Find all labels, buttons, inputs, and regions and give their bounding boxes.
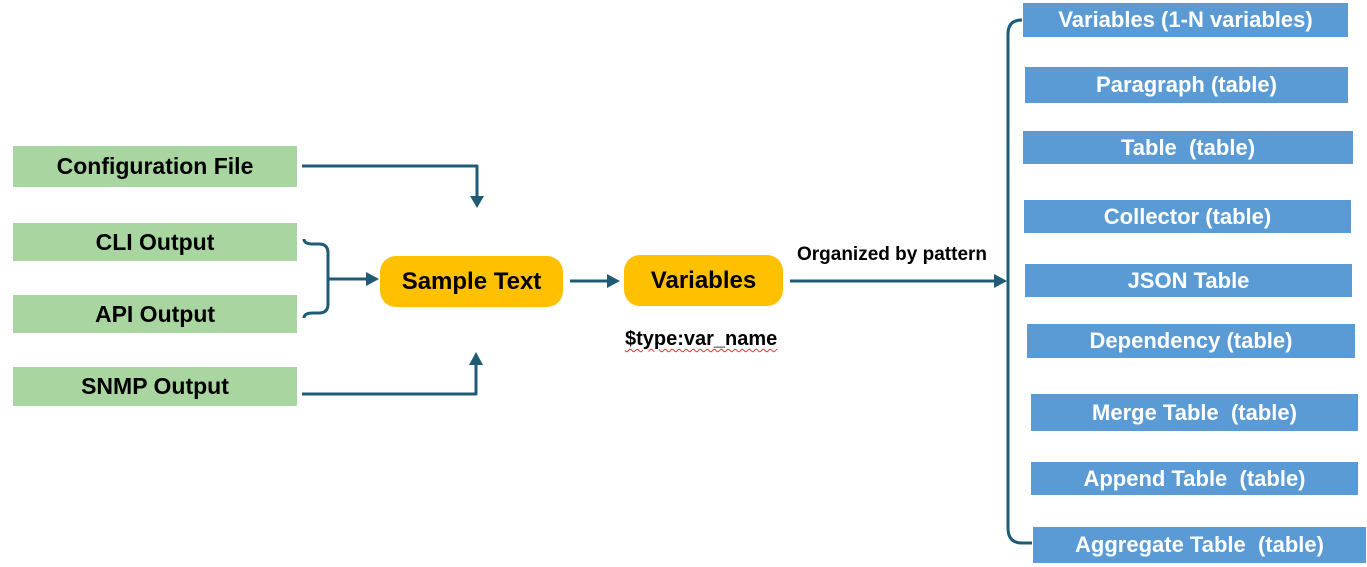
pattern-box-label: JSON Table [1127, 267, 1250, 293]
pattern-box-label: Variables (1-N variables) [1058, 7, 1313, 32]
pattern-box-label: Table (table) [1120, 134, 1256, 160]
pattern-box-merge-table: Merge Table (table) [1031, 394, 1358, 431]
process-box-label: Sample Text [401, 267, 542, 295]
pattern-box-variables: Variables (1-N variables) [1023, 3, 1348, 37]
process-box-sample-text: Sample Text [380, 256, 563, 307]
arrowhead-snmp-to-sample [469, 352, 483, 365]
arrow-snmp-to-sample [302, 364, 478, 396]
label-variable-syntax: $type:var_name [625, 328, 778, 350]
pattern-box-table: Table (table) [1023, 131, 1353, 164]
process-box-label: Variables [650, 266, 757, 294]
pattern-box-append-table: Append Table (table) [1031, 462, 1358, 495]
source-box-label: Configuration File [56, 153, 254, 179]
pattern-box-collector: Collector (table) [1024, 200, 1351, 233]
arrowhead-config-to-sample [470, 196, 484, 208]
process-box-variables: Variables [624, 255, 783, 306]
pattern-box-label: Append Table (table) [1083, 465, 1306, 491]
pattern-box-paragraph: Paragraph (table) [1025, 67, 1348, 103]
source-box-configuration-file: Configuration File [13, 146, 297, 187]
source-box-snmp-output: SNMP Output [13, 367, 297, 406]
pattern-box-json-table: JSON Table [1025, 264, 1352, 297]
arrowhead-variables-to-patterns [994, 274, 1007, 288]
arrow-config-to-sample [302, 164, 479, 196]
source-box-api-output: API Output [13, 295, 297, 333]
arrowhead-sample-to-variables [607, 274, 620, 288]
pattern-box-label: Paragraph (table) [1096, 72, 1277, 97]
pattern-box-dependency: Dependency (table) [1027, 324, 1355, 358]
pattern-box-label: Collector (table) [1103, 203, 1272, 229]
bracket-cli-api [302, 238, 330, 319]
source-box-cli-output: CLI Output [13, 223, 297, 261]
pattern-box-aggregate-table: Aggregate Table (table) [1033, 527, 1366, 563]
arrowhead-cliapi-to-sample [366, 272, 379, 286]
source-box-label: SNMP Output [81, 373, 229, 399]
source-box-label: API Output [94, 300, 216, 327]
pattern-box-label: Merge Table (table) [1092, 399, 1297, 425]
label-organized-by-pattern: Organized by pattern [796, 244, 988, 265]
source-box-label: CLI Output [95, 228, 215, 255]
pattern-box-label: Aggregate Table (table) [1075, 532, 1324, 557]
pattern-box-label: Dependency (table) [1089, 328, 1293, 353]
